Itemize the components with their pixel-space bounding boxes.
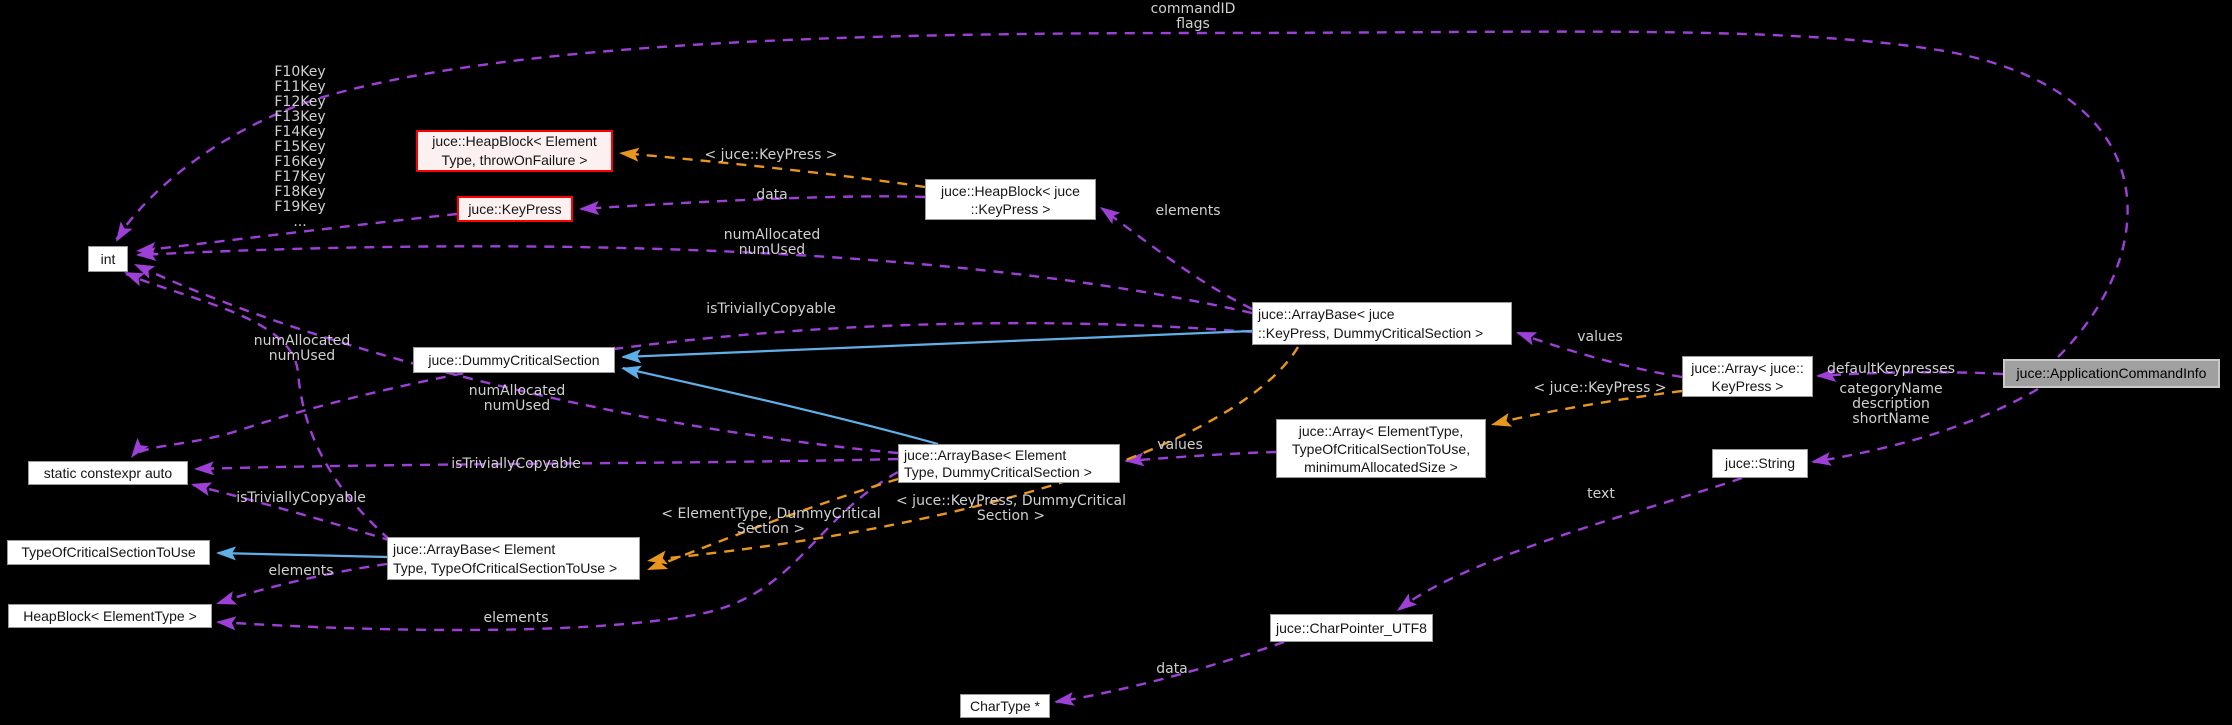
edge-template-kp-1 [620,151,926,189]
edge-inherit-dcs-2-arrowhead [621,365,643,380]
edge-istriviallycopyable-3-arrowhead [191,482,213,496]
node-array-template-label: juce::Array< ElementType, [1298,422,1464,439]
node-static-constexpr-auto[interactable]: static constexpr auto [28,461,188,485]
node-applicationcommandinfo-label: juce::ApplicationCommandInfo [2016,365,2207,381]
node-arraybase-keypress-dcs[interactable]: juce::ArrayBase< juce::KeyPress, DummyCr… [1252,302,1512,345]
edge-defaultkeypresses [1817,371,2004,378]
edge-values-1 [1517,331,1683,379]
edge-template-kp-dcs-arrowhead [647,550,668,565]
edge-istriviallycopyable-2-arrowhead [194,461,215,476]
node-array-template-label: TypeOfCriticalSectionToUse, [1291,440,1471,457]
edge-istriviallycopyable-2 [195,457,899,471]
edge-elements-3 [217,470,899,632]
edge-elements-3-arrowhead [216,616,237,631]
node-string-label: juce::String [1724,455,1796,471]
edge-istriviallycopyable-1 [132,321,1253,457]
edge-fkeys [137,212,458,253]
node-string[interactable]: juce::String [1712,449,1808,478]
node-heapblock-keypress-label: ::KeyPress > [970,200,1051,217]
node-keypress[interactable]: juce::KeyPress [457,196,573,222]
node-arraybase-keypress-dcs-label: ::KeyPress, DummyCriticalSection > [1258,324,1484,341]
edge-commandid [114,30,2129,358]
edge-elements-1 [1101,208,1253,311]
edge-data-2 [1055,640,1285,704]
node-arraybase-et-dcs-label: Type, DummyCriticalSection > [904,463,1092,480]
edge-data-1-arrowhead [579,200,600,215]
edge-numallocated-1-arrowhead [136,246,157,261]
node-applicationcommandinfo[interactable]: juce::ApplicationCommandInfo [2003,359,2220,388]
edge-template-et-dcs-arrowhead [647,556,669,570]
edge-elements-1-arrowhead [1100,207,1121,225]
node-int-label: int [100,251,116,267]
edge-inherit-dcs-1 [622,329,1253,359]
node-arraybase-et-dcs-label: juce::ArrayBase< Element [904,446,1067,463]
node-array-template[interactable]: juce::Array< ElementType,TypeOfCriticalS… [1276,419,1486,478]
edge-values-2 [1125,450,1277,463]
node-array-keypress[interactable]: juce::Array< juce::KeyPress > [1682,356,1813,397]
node-charpointer-utf8-label: juce::CharPointer_UTF8 [1276,620,1427,636]
edge-text [1398,476,1743,610]
edge-inherit-tocs-arrowhead [216,546,237,561]
edge-elements-2-arrowhead [216,591,238,605]
edge-numallocated-1 [137,245,1253,315]
edge-numallocated-2 [125,272,391,541]
node-heapblock-elementtype[interactable]: HeapBlock< ElementType > [8,604,212,628]
node-dummycriticalsection-label: juce::DummyCriticalSection [428,352,600,368]
node-heapblock-keypress-label: juce::HeapBlock< juce [941,182,1080,199]
node-heapblock-template-label: Type, throwOnFailure > [441,152,588,168]
node-dummycriticalsection[interactable]: juce::DummyCriticalSection [413,347,615,373]
edge-template-kp-1-arrowhead [619,147,640,162]
node-arraybase-keypress-dcs-label: juce::ArrayBase< juce [1258,305,1395,322]
node-int[interactable]: int [88,246,128,272]
edge-template-et-dcs [648,477,899,571]
node-array-template-label: minimumAllocatedSize > [1304,458,1458,475]
node-array-keypress-label: KeyPress > [1711,377,1784,394]
node-static-constexpr-auto-label: static constexpr auto [43,465,173,481]
edge-text-arrowhead [1397,593,1418,611]
node-typeofcriticalsectiontouse-label: TypeOfCriticalSectionToUse [21,544,196,560]
node-charpointer-utf8[interactable]: juce::CharPointer_UTF8 [1270,614,1433,642]
edge-commandid-arrowhead [116,221,133,242]
edge-inherit-dcs-2 [622,366,939,446]
node-keypress-label: juce::KeyPress [468,201,562,217]
edge-defaultkeypresses-arrowhead [1816,367,1837,382]
node-arraybase-et-tocs-label: Type, TypeOfCriticalSectionToUse > [393,559,618,576]
edge-values-1-arrowhead [1516,332,1538,346]
node-chartype-ptr[interactable]: CharType * [960,694,1050,718]
edge-inherit-tocs [217,551,388,559]
node-arraybase-et-tocs-label: juce::ArrayBase< Element [393,540,556,557]
edge-string-members-arrowhead [1811,451,1832,466]
edge-numallocated-3-arrowhead [134,264,156,279]
edge-data-1 [580,195,926,211]
node-heapblock-keypress[interactable]: juce::HeapBlock< juce::KeyPress > [925,179,1096,220]
edge-elements-2 [217,562,388,605]
node-heapblock-elementtype-label: HeapBlock< ElementType > [23,608,197,624]
edge-istriviallycopyable-3 [192,483,393,543]
node-typeofcriticalsectiontouse[interactable]: TypeOfCriticalSectionToUse [7,540,210,565]
edge-data-2-arrowhead [1054,691,1075,706]
edge-numallocated-3 [135,263,899,455]
node-array-keypress-label: juce::Array< juce:: [1691,359,1804,376]
edge-istriviallycopyable-1-arrowhead [131,437,149,458]
node-chartype-ptr-label: CharType * [969,698,1041,714]
edge-string-members [1812,387,2039,464]
edge-values-2-arrowhead [1124,452,1145,467]
edge-inherit-dcs-1-arrowhead [621,349,642,364]
edge-template-kp-2 [1492,389,1683,426]
edge-numallocated-2-arrowhead [124,272,146,287]
edge-template-kp-2-arrowhead [1491,413,1513,427]
node-heapblock-template-label: juce::HeapBlock< Element [432,133,597,149]
